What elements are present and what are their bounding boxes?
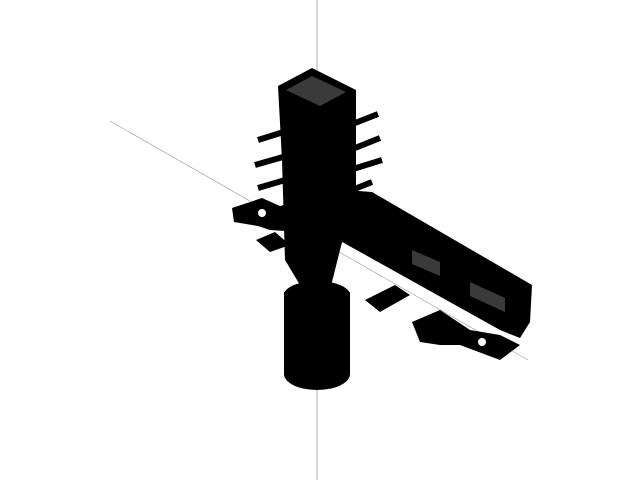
rail-middle-tab xyxy=(365,285,410,312)
rail-slot-2 xyxy=(470,282,505,312)
flange-hole-left xyxy=(258,209,266,217)
shaft-bottom xyxy=(284,358,350,390)
left-lower-tab xyxy=(256,232,290,252)
slot-highlights xyxy=(286,76,505,312)
rail-slot-1 xyxy=(412,250,440,276)
terminal-pins-right xyxy=(348,111,383,193)
rail-bottom-tab xyxy=(412,310,520,360)
tower-top-face xyxy=(286,76,346,106)
flange-hole-right xyxy=(478,338,486,346)
3d-model[interactable] xyxy=(232,68,532,390)
shaft-top xyxy=(284,281,350,309)
tower-body xyxy=(278,68,356,290)
terminal-pins-left xyxy=(254,127,296,217)
